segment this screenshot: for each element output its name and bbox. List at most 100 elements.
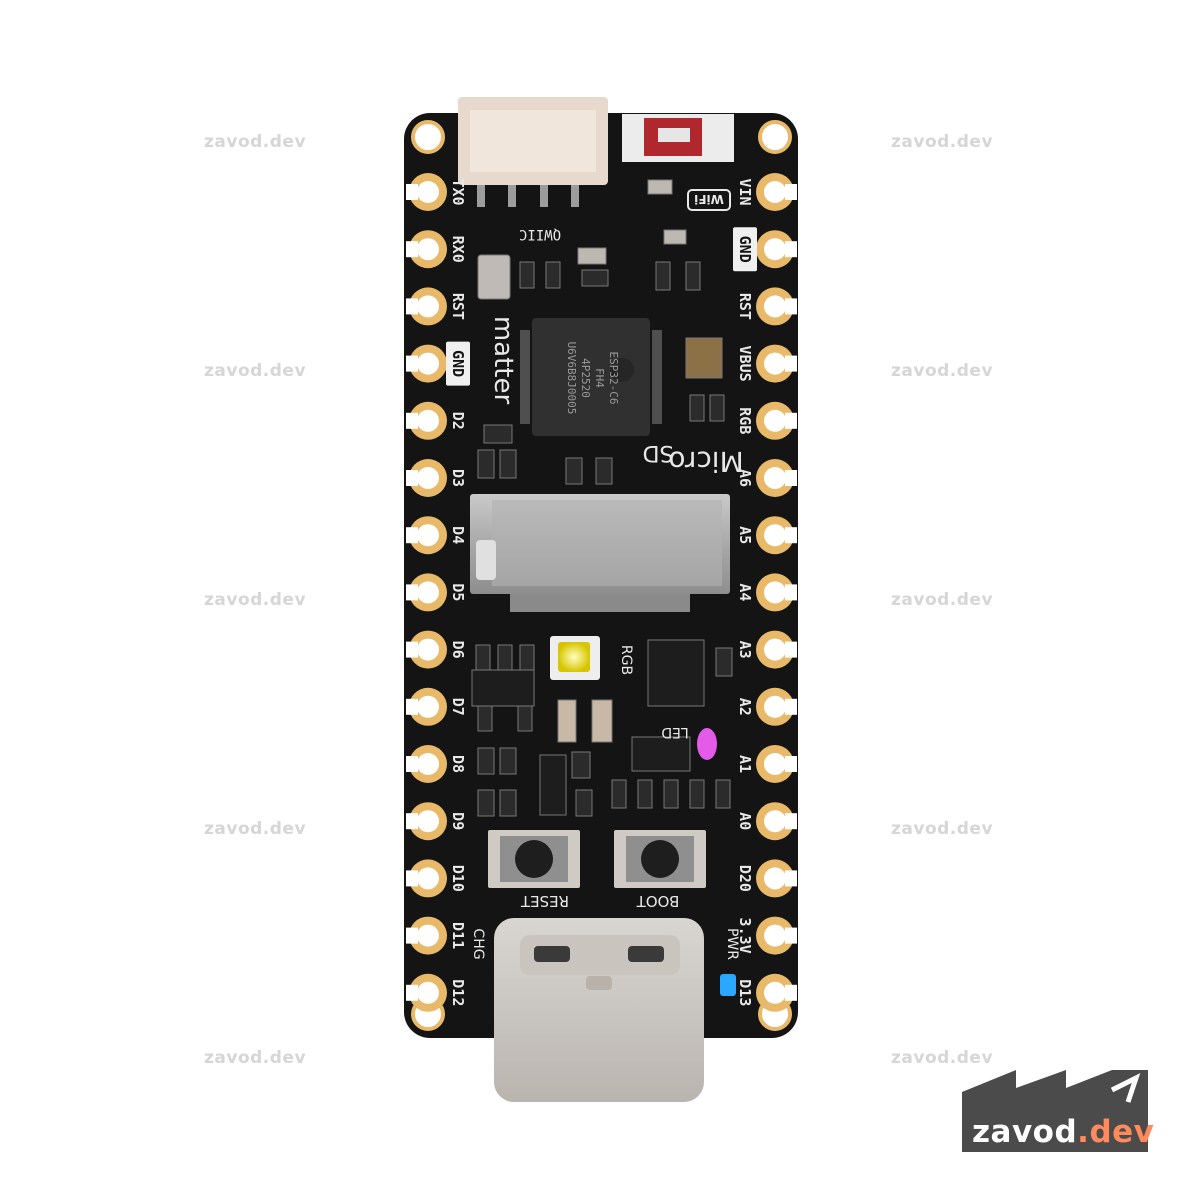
pin-pad [406, 802, 447, 841]
left-pin-pads [406, 173, 447, 1012]
pin-pad [406, 916, 447, 955]
sd-label-micro: Micro [668, 445, 743, 478]
pin-label: RGB [736, 407, 754, 434]
pin-pad [756, 516, 797, 555]
pin-pad [406, 287, 447, 326]
pin-pad [756, 573, 797, 612]
reset-button [488, 830, 580, 888]
pin-pad [406, 859, 447, 898]
qwiic-connector [458, 97, 608, 207]
watermark: zavod.dev [204, 1048, 307, 1068]
mcu-chip [520, 318, 662, 436]
pin-label: GND [736, 236, 754, 263]
pin-label: D7 [449, 698, 467, 716]
chg-label: CHG [470, 928, 486, 959]
pin-label: A0 [736, 812, 754, 830]
rgb-led [550, 636, 600, 680]
right-pin-pads [756, 173, 797, 1012]
pin-pad [756, 401, 797, 440]
pin-pad [406, 173, 447, 211]
pin-label: D8 [449, 755, 467, 773]
pin-pad [406, 516, 447, 555]
pin-pad [756, 230, 797, 269]
pin-label: RX0 [449, 236, 467, 263]
pin-pad [756, 173, 797, 211]
pin-label: D13 [736, 979, 754, 1006]
power-led [720, 974, 736, 996]
pin-label: D12 [449, 979, 467, 1006]
usb-c-connector [494, 918, 704, 1102]
pin-pad [406, 459, 447, 497]
pin-label: D5 [449, 583, 467, 601]
power-switch [622, 114, 734, 162]
pin-label: VIN [736, 178, 754, 205]
pin-label: A5 [736, 526, 754, 544]
watermark: zavod.dev [204, 132, 307, 152]
status-led [697, 728, 717, 760]
pin-pad [756, 459, 797, 497]
pin-pad [756, 916, 797, 955]
pin-label: D11 [449, 922, 467, 949]
watermark: zavod.dev [891, 1048, 994, 1068]
brand-suffix: .dev [1077, 1114, 1155, 1150]
brand-name: zavod [972, 1114, 1078, 1150]
pin-label: D9 [449, 812, 467, 830]
watermark: zavod.dev [204, 590, 307, 610]
pin-label: D6 [449, 641, 467, 659]
pin-label: D2 [449, 412, 467, 430]
brand-logo-badge [962, 1070, 1148, 1152]
matter-logo-text: matter [488, 316, 518, 405]
watermark: zavod.dev [204, 819, 307, 839]
watermark: zavod.dev [891, 590, 994, 610]
led-label: LED [661, 724, 688, 740]
pin-label: A4 [736, 583, 754, 601]
pin-label: D20 [736, 865, 754, 892]
boot-button [614, 830, 706, 888]
pwr-label: PWR [724, 928, 740, 960]
pin-pad [756, 973, 797, 1012]
pin-label: RST [449, 293, 467, 320]
pin-pad [756, 630, 797, 669]
watermark: zavod.dev [891, 132, 994, 152]
pin-pad [756, 344, 797, 383]
pin-pad [756, 687, 797, 726]
chip-marking-line: U6V6B8J0005 [565, 342, 578, 415]
chip-marking-line: ESP32-C6 [607, 352, 620, 405]
arrow-icon [1110, 1073, 1141, 1103]
rgb-label: RGB [618, 645, 634, 675]
gnd-pin-highlight [446, 341, 470, 386]
pin-label: A6 [736, 469, 754, 487]
boot-label: BOOT [636, 892, 680, 910]
pin-label: D4 [449, 526, 467, 544]
chip-marking-line: 4P2520 [579, 358, 592, 398]
sd-label-sd: SD [643, 440, 674, 465]
pin-pad [756, 859, 797, 898]
pin-pad [406, 687, 447, 726]
pin-label: A3 [736, 641, 754, 659]
pin-label: RST [736, 293, 754, 320]
pin-label: D10 [449, 865, 467, 892]
microsd-slot [470, 494, 730, 612]
watermark: zavod.dev [891, 361, 994, 381]
pin-pad [756, 802, 797, 841]
gnd-pin-highlight [733, 227, 757, 272]
qwiic-label: QWIIC [519, 226, 561, 242]
pin-pad [406, 230, 447, 269]
pin-label: GND [449, 350, 467, 377]
pin-pad [406, 344, 447, 383]
pin-pad [406, 630, 447, 669]
pin-label: VBUS [736, 346, 754, 382]
pin-pad [406, 401, 447, 440]
pin-pad [406, 573, 447, 612]
watermark: zavod.dev [204, 361, 307, 381]
pin-label: 3.3V [736, 918, 754, 954]
pin-label: D3 [449, 469, 467, 487]
smd-components [471, 179, 733, 817]
pin-pad [756, 287, 797, 326]
wifi-label: WiFi [694, 192, 724, 206]
reset-label: RESET [520, 892, 569, 910]
